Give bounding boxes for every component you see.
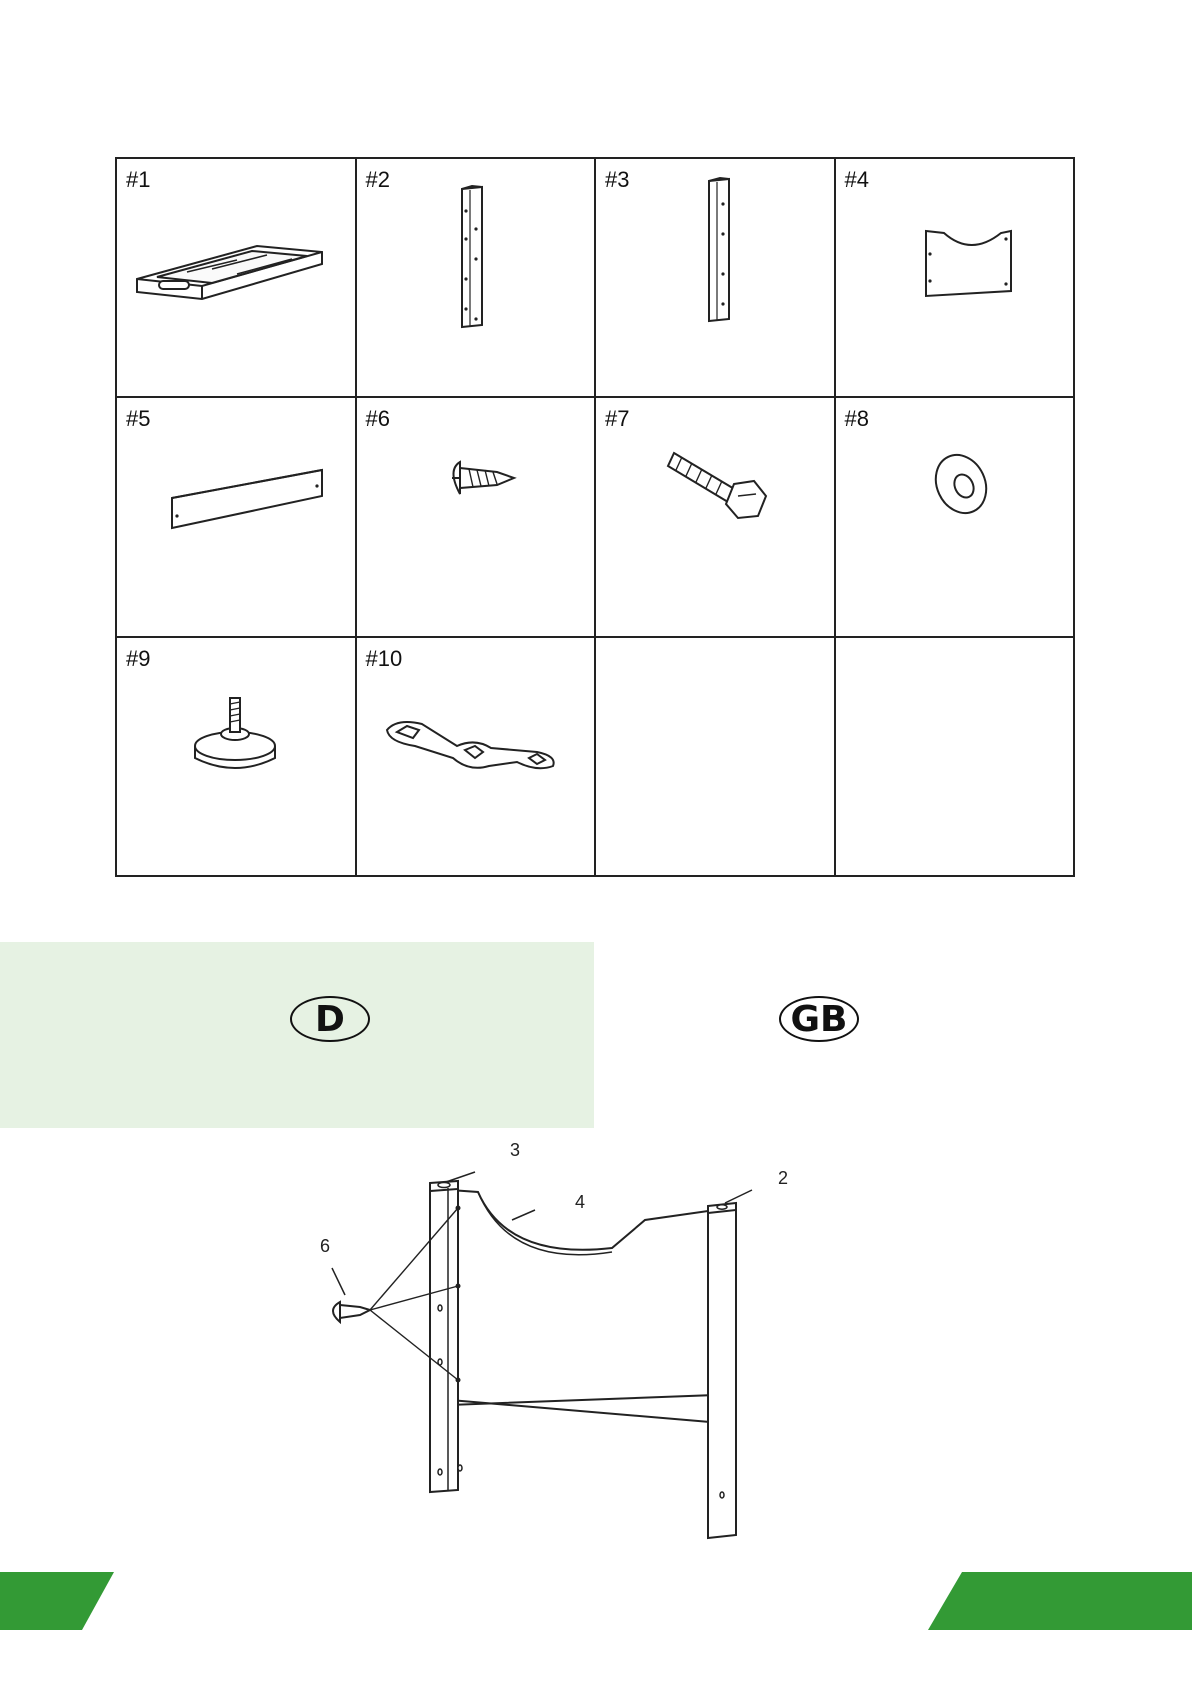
part-cell-1: #1 (117, 159, 357, 398)
washer-illustration (836, 398, 1074, 636)
frame-tray-illustration (117, 159, 355, 397)
bracket-illustration (357, 638, 595, 876)
screw-callout-graphic (333, 1302, 370, 1322)
footer-accent-right (928, 1572, 1192, 1630)
part-cell-2: #2 (357, 159, 597, 398)
panel-outline (450, 1190, 715, 1405)
leveling-foot-illustration (117, 638, 355, 876)
leg-post-illustration (357, 159, 595, 397)
left-post (430, 1187, 458, 1492)
part-cell-9: #9 (117, 638, 357, 877)
language-band-left (0, 942, 594, 1128)
language-badge-de: D (290, 996, 370, 1042)
part-cell-5: #5 (117, 398, 357, 637)
part-cell-8: #8 (836, 398, 1076, 637)
part-cell-empty (596, 638, 836, 877)
callout-4: 4 (575, 1192, 585, 1212)
part-cell-empty (836, 638, 1076, 877)
leg-post-illustration (596, 159, 834, 397)
assembly-diagram: 3 2 4 6 (300, 1140, 860, 1550)
part-cell-6: #6 (357, 398, 597, 637)
part-cell-3: #3 (596, 159, 836, 398)
crossbar-illustration (117, 398, 355, 636)
language-badge-gb: GB (779, 996, 859, 1042)
part-cell-7: #7 (596, 398, 836, 637)
curved-panel-illustration (836, 159, 1074, 397)
parts-grid: #1 #2 (115, 157, 1075, 877)
part-cell-4: #4 (836, 159, 1076, 398)
callout-3: 3 (510, 1140, 520, 1160)
right-post (708, 1207, 736, 1538)
footer-accent-left (0, 1572, 114, 1630)
screw-illustration (357, 398, 595, 636)
hex-bolt-illustration (596, 398, 834, 636)
callout-2: 2 (778, 1168, 788, 1188)
callout-6: 6 (320, 1236, 330, 1256)
part-cell-10: #10 (357, 638, 597, 877)
